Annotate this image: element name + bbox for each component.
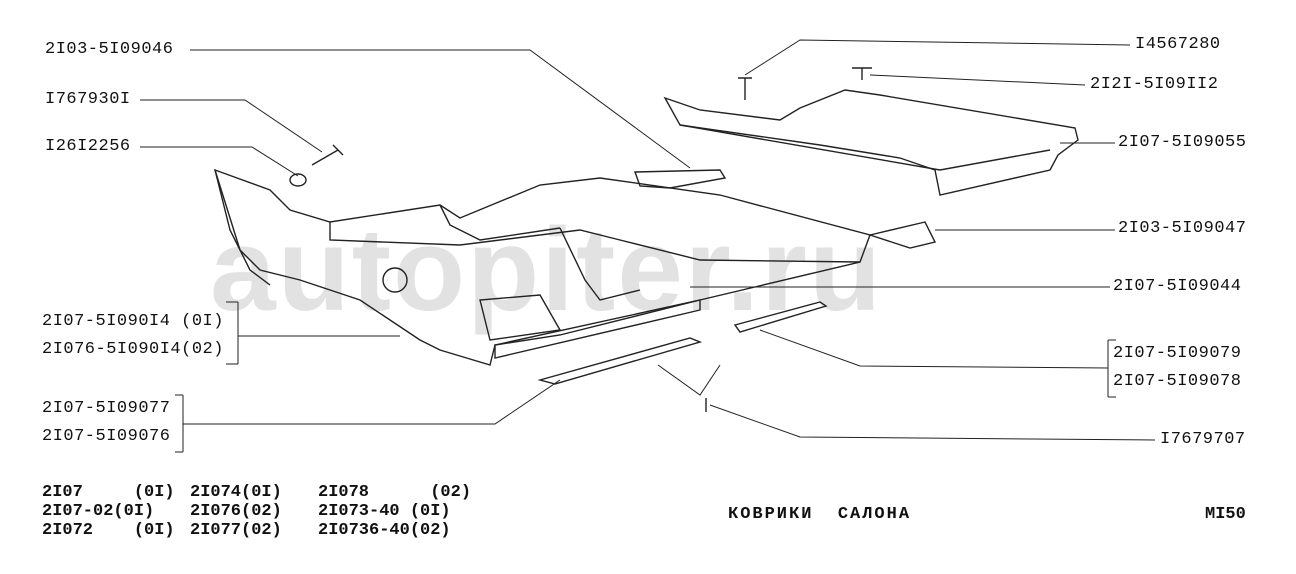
model: 2I072 (0I): [42, 521, 175, 540]
label-2I03-5I09046: 2I03-5I09046: [45, 40, 174, 59]
label-2I07-5I09077: 2I07-5I09077: [42, 399, 171, 418]
label-2I07-5I09076: 2I07-5I09076: [42, 427, 171, 446]
label-I7679707: I7679707: [1160, 430, 1246, 449]
model: 2I076(02): [190, 502, 282, 521]
label-2I03-5I09047: 2I03-5I09047: [1118, 219, 1247, 238]
model-row: 2I07-02(0I) 2I076(02) 2I073-40 (0I): [42, 502, 471, 521]
label-2I2I-5I09II2: 2I2I-5I09II2: [1090, 75, 1219, 94]
leader-lines: [140, 39, 1156, 453]
label-2I07-5I09079: 2I07-5I09079: [1113, 344, 1242, 363]
model-applicability-table: 2I07 (0I) 2I074(0I) 2I078 (02) 2I07-02(0I)…: [42, 483, 471, 540]
screw: [311, 144, 344, 166]
label-2I07-5I09078: 2I07-5I09078: [1113, 372, 1242, 391]
heel-pad-right: [867, 221, 937, 249]
model: 2I073-40 (0I): [318, 502, 451, 521]
model: 2I078 (02): [318, 483, 472, 502]
model-row: 2I07 (0I) 2I074(0I) 2I078 (02): [42, 483, 471, 502]
watermark: autopiter.ru: [210, 204, 884, 336]
sill-strip-lower: [537, 337, 703, 385]
diagram-title: КОВРИКИ САЛОНА: [728, 505, 912, 524]
model: 2I0736-40(02): [318, 521, 451, 540]
model: 2I077(02): [190, 521, 282, 540]
sill-strip-right: [733, 301, 828, 333]
clip: [738, 77, 752, 100]
heel-pad-left: [634, 169, 727, 189]
model-row: 2I072 (0I) 2I077(02) 2I0736-40(02): [42, 521, 471, 540]
washer: [289, 173, 307, 187]
model: 2I07 (0I): [42, 483, 175, 502]
model: 2I07-02(0I): [42, 502, 155, 521]
label-2I07-5I09055: 2I07-5I09055: [1118, 133, 1247, 152]
label-I4567280: I4567280: [1135, 35, 1221, 54]
label-I26I2256: I26I2256: [45, 137, 131, 156]
label-2I07-5I090I4: 2I07-5I090I4 (0I): [42, 312, 224, 331]
front-floor-mat: [213, 168, 871, 366]
rear-floor-mat: [663, 89, 1079, 196]
label-I767930I: I767930I: [45, 90, 131, 109]
model: 2I074(0I): [190, 483, 282, 502]
label-2I076-5I090I4: 2I076-5I090I4(02): [42, 340, 224, 359]
label-2I07-5I09044: 2I07-5I09044: [1113, 277, 1242, 296]
button-clip: [852, 67, 872, 80]
sheet-number: MI50: [1205, 505, 1246, 524]
